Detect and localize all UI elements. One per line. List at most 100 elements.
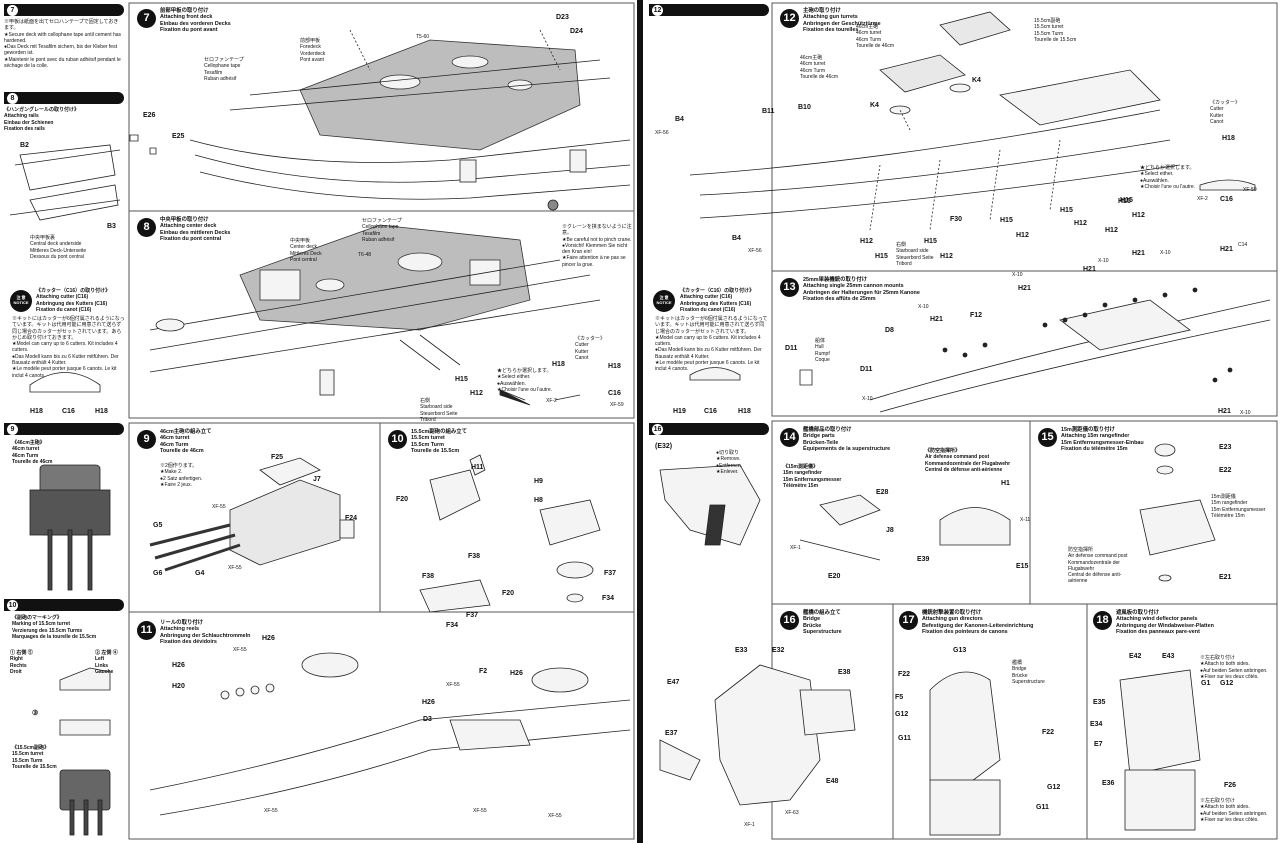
part-label: G5 xyxy=(153,522,163,529)
part-label: H18 xyxy=(30,408,43,415)
st12-46b-note: 46cm主砲 46cm turret 46cm Turm Tourelle de… xyxy=(800,55,839,80)
right-cutter-text: ※キットはカッターが6個付属されるようになっています。キットは代用可能に用意され… xyxy=(655,316,768,373)
part-label: F25 xyxy=(271,454,284,461)
part-label: B4 xyxy=(732,235,741,242)
panel-steps-12-13 xyxy=(771,2,1278,417)
part-label: H21 xyxy=(1220,246,1233,253)
step9-drawing xyxy=(149,457,355,572)
step16-sidebar-drawing xyxy=(659,464,761,546)
part-label: H26 xyxy=(172,662,185,669)
st8-center-note: 中央甲板 Center deck Mittleres Deck Pont cen… xyxy=(290,238,322,263)
sidebar-step-12-header: 12 xyxy=(649,4,769,16)
part-label: H12 xyxy=(1132,212,1145,219)
part-label: H12 xyxy=(1105,227,1118,234)
part-label: G11 xyxy=(1036,804,1049,811)
st12-155-note: 15.5cm副砲 15.5cm turret 15.5cm Turm Toure… xyxy=(1034,18,1077,43)
page-spine xyxy=(637,0,643,843)
part-label: XF-55 xyxy=(212,504,226,510)
part-label: E42 xyxy=(1129,653,1142,660)
st18-both-note: ※左右取り付け ★Attach to both sides. ●Auf beid… xyxy=(1200,655,1268,680)
part-label: F30 xyxy=(950,216,963,223)
part-label: H15 xyxy=(924,238,937,245)
st7-foredeck-note: 前部甲板 Foredeck Vorderdeck Pont avant xyxy=(300,38,326,63)
part-label: H12 xyxy=(1016,232,1029,239)
part-label: XF-56 xyxy=(655,130,669,136)
part-label: G13 xyxy=(953,647,967,654)
step-15-number: 15 xyxy=(1038,428,1057,447)
part-label: D11 xyxy=(785,345,798,352)
part-label: E7 xyxy=(1094,741,1103,748)
part-label: F34 xyxy=(446,622,459,629)
part-label: J7 xyxy=(313,476,321,483)
part-label: F38 xyxy=(422,573,435,580)
step-12-number: 12 xyxy=(780,9,799,28)
st8-tape-note: セロファンテープ Cellophane tape Tesafilm Ruban … xyxy=(362,218,402,243)
part-label: XF-59 xyxy=(610,402,624,408)
part-label: E32 xyxy=(772,647,785,654)
step-13-number: 13 xyxy=(780,278,799,297)
part-label: H15 xyxy=(1118,198,1131,205)
sidebar-step-9-text: 《46cm主砲》 46cm turret 46cm Turm Tourelle … xyxy=(12,440,53,465)
sidebar-step-9-header: 9 xyxy=(4,423,124,435)
part-label: G1 xyxy=(1201,680,1211,687)
step16-18-drawing xyxy=(659,664,1201,836)
step-11-number: 11 xyxy=(137,621,156,640)
step-8-number: 8 xyxy=(137,218,156,237)
st12-46-note: 46cm主砲 46cm turret 46cm Turm Tourelle de… xyxy=(856,24,895,49)
part-label: G11 xyxy=(898,735,911,742)
part-label: G12 xyxy=(895,711,909,718)
step-16-title: 艦橋の組み立て Bridge Brücke Superstructure xyxy=(803,610,842,636)
part-label: X-10 xyxy=(1240,410,1251,416)
part-label: F37 xyxy=(604,570,617,577)
part-label: E35 xyxy=(1093,699,1106,706)
part-label: F22 xyxy=(898,671,911,678)
part-label: X-10 xyxy=(1160,250,1171,256)
step-18-title: 遮風板の取り付け Attaching wind deflector panels… xyxy=(1116,610,1214,636)
part-label: XF-55 xyxy=(473,808,487,814)
part-label: H18 xyxy=(1222,135,1235,142)
part-label: D3 xyxy=(423,716,432,723)
step-12-title: 主砲の取り付け Attaching gun turrets Anbringen … xyxy=(803,8,881,34)
step-10-number: 10 xyxy=(388,430,407,449)
step7-drawing xyxy=(189,29,631,200)
part-label: C16 xyxy=(62,408,75,415)
part-label: D24 xyxy=(570,28,583,35)
part-label: XF-63 xyxy=(785,810,799,816)
part-label: E48 xyxy=(826,778,839,785)
step13-drawing xyxy=(689,287,1271,413)
part-label: E43 xyxy=(1162,653,1175,660)
part-label: B11 xyxy=(762,108,775,115)
st8-select-note: ★どちらか選択します。 ★Select either. ●Auswählen. … xyxy=(497,368,553,393)
part-label: XF-55 xyxy=(228,565,242,571)
sidebar-step-16-header: 16 xyxy=(649,423,769,435)
part-label: H18 xyxy=(552,361,565,368)
part-label: F26 xyxy=(1224,782,1237,789)
part-label: H21 xyxy=(1018,285,1031,292)
part-label: C14 xyxy=(1238,242,1248,248)
part-label: H26 xyxy=(422,699,435,706)
part-label: G4 xyxy=(195,570,205,577)
part-label: X-10 xyxy=(862,396,873,402)
st12-cutter-note: 《カッター》 Cutter Kutter Canot xyxy=(1210,100,1241,125)
part-label: XF-1 xyxy=(744,822,755,828)
part-label: F24 xyxy=(345,515,358,522)
step11-drawing xyxy=(149,652,631,816)
part-label: E38 xyxy=(838,669,851,676)
part-label: H19 xyxy=(673,408,686,415)
right-cutter-title: 《カッター（C16）の取り付け》 Attaching cutter (C16) … xyxy=(680,288,755,313)
part-label: XF-55 xyxy=(446,682,460,688)
part-label: H26 xyxy=(262,635,275,642)
remove-note: ●切り取り ★Remove. ●Entfernen. ★Enlever. xyxy=(716,450,743,475)
part-label: H18 xyxy=(608,363,621,370)
part-label: H18 xyxy=(738,408,751,415)
part-label: H15 xyxy=(1060,207,1073,214)
marking-step-3: ③ xyxy=(32,710,39,717)
st8-crane-note: ※クレーンを挟まないように注意。 ★Be careful not to pinc… xyxy=(562,224,632,268)
step-15-title: 15m測距儀の取り付け Attaching 15m rangefinder 15… xyxy=(1061,427,1144,453)
part-label: F22 xyxy=(1042,729,1055,736)
panel-steps-14-18 xyxy=(771,420,1278,840)
step-18-number: 18 xyxy=(1093,611,1112,630)
part-label: H21 xyxy=(930,316,943,323)
step12-drawing xyxy=(689,11,1256,231)
part-label: E25 xyxy=(172,133,185,140)
